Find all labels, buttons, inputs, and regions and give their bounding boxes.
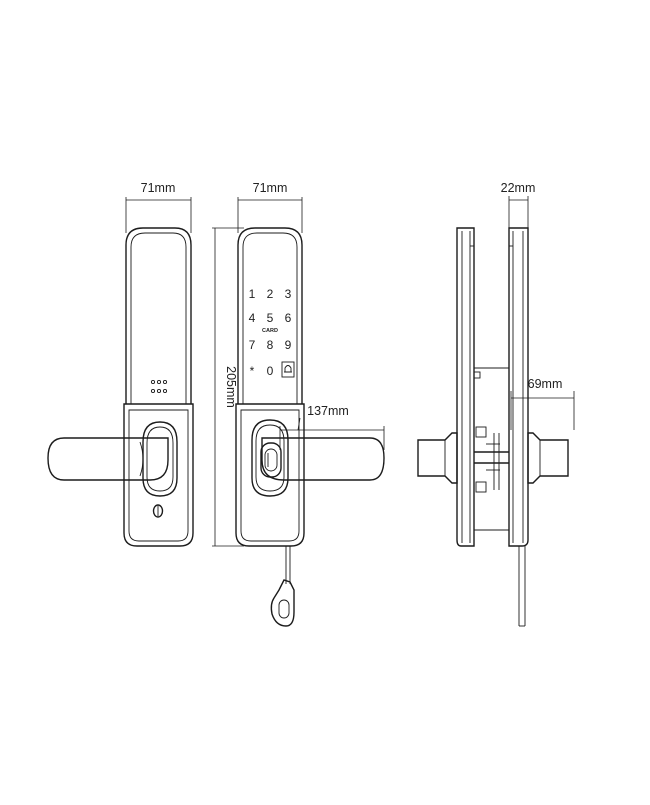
key-4[interactable]: 4 bbox=[249, 311, 256, 325]
height-dimension: 205mm bbox=[212, 227, 244, 547]
mechanical-key bbox=[270, 546, 295, 627]
key-3[interactable]: 3 bbox=[285, 287, 292, 301]
front-lower-body bbox=[235, 403, 305, 547]
back-view: 71mm bbox=[47, 181, 194, 547]
side-depth-dimension: 22mm bbox=[501, 181, 536, 228]
key-bell-icon[interactable] bbox=[281, 361, 295, 378]
back-upper-body bbox=[125, 227, 192, 404]
front-upper-body bbox=[237, 227, 303, 404]
keypad-width-dimension: 71mm bbox=[237, 181, 303, 233]
side-right-panel bbox=[508, 227, 529, 547]
key-6[interactable]: 6 bbox=[285, 311, 292, 325]
side-depth-label: 22mm bbox=[501, 181, 536, 195]
height-label: 205mm bbox=[224, 366, 238, 408]
front-handle[interactable] bbox=[261, 437, 385, 481]
side-view: 22mm 69mm bbox=[417, 181, 575, 627]
key-1[interactable]: 1 bbox=[249, 287, 256, 301]
back-lower-body bbox=[123, 403, 194, 547]
front-width-label: 71mm bbox=[141, 181, 176, 195]
side-left-panel bbox=[456, 227, 475, 547]
key-star[interactable]: * bbox=[250, 364, 255, 378]
side-right-handle[interactable] bbox=[527, 432, 569, 484]
key-7[interactable]: 7 bbox=[249, 338, 256, 352]
handle-length-label: 137mm bbox=[307, 404, 349, 418]
handle-length-dimension: 137mm bbox=[279, 404, 385, 450]
indicator-dots bbox=[150, 379, 168, 394]
card-label: CARD bbox=[262, 328, 278, 334]
side-left-handle[interactable] bbox=[417, 432, 458, 484]
front-rosette bbox=[251, 419, 289, 497]
front-width-dimension: 71mm bbox=[125, 181, 192, 233]
key-5[interactable]: 5 bbox=[267, 311, 274, 325]
back-handle[interactable] bbox=[47, 437, 169, 481]
keypad-width-label: 71mm bbox=[253, 181, 288, 195]
key-8[interactable]: 8 bbox=[267, 338, 274, 352]
key-9[interactable]: 9 bbox=[285, 338, 292, 352]
side-handle-dimension: 69mm bbox=[510, 377, 575, 430]
side-handle-label: 69mm bbox=[528, 377, 563, 391]
fingerprint-sensor[interactable] bbox=[260, 442, 282, 478]
side-tailpiece bbox=[518, 546, 526, 627]
back-rosette bbox=[142, 421, 178, 497]
thumb-turn[interactable] bbox=[152, 504, 164, 518]
key-2[interactable]: 2 bbox=[267, 287, 274, 301]
key-0[interactable]: 0 bbox=[267, 364, 274, 378]
